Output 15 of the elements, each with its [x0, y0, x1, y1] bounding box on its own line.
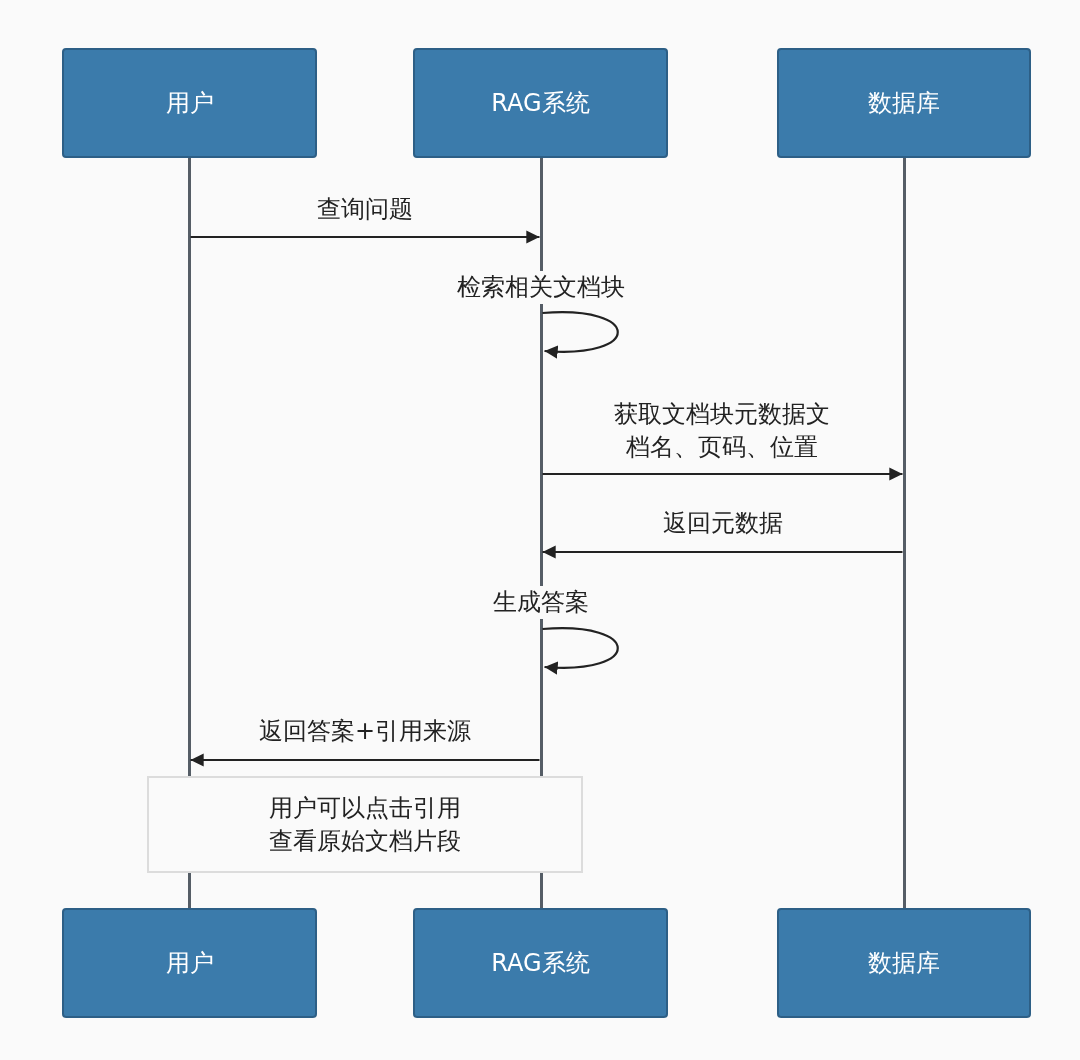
participant-box: 数据库 — [777, 908, 1031, 1018]
message-arrow — [542, 545, 903, 559]
message-arrow — [190, 230, 540, 244]
participant-box: RAG系统 — [413, 908, 668, 1018]
message-arrow — [542, 467, 903, 481]
self-message-arrow — [542, 627, 619, 675]
message-arrow — [190, 753, 540, 767]
message-label: 检索相关文档块 — [454, 271, 628, 304]
participant-box: 数据库 — [777, 48, 1031, 158]
participant-box: 用户 — [62, 908, 317, 1018]
lifeline — [902, 158, 906, 908]
participant-box: 用户 — [62, 48, 317, 158]
self-message-arrow — [542, 311, 619, 359]
participant-box: RAG系统 — [413, 48, 668, 158]
note-box: 用户可以点击引用查看原始文档片段 — [147, 776, 583, 873]
